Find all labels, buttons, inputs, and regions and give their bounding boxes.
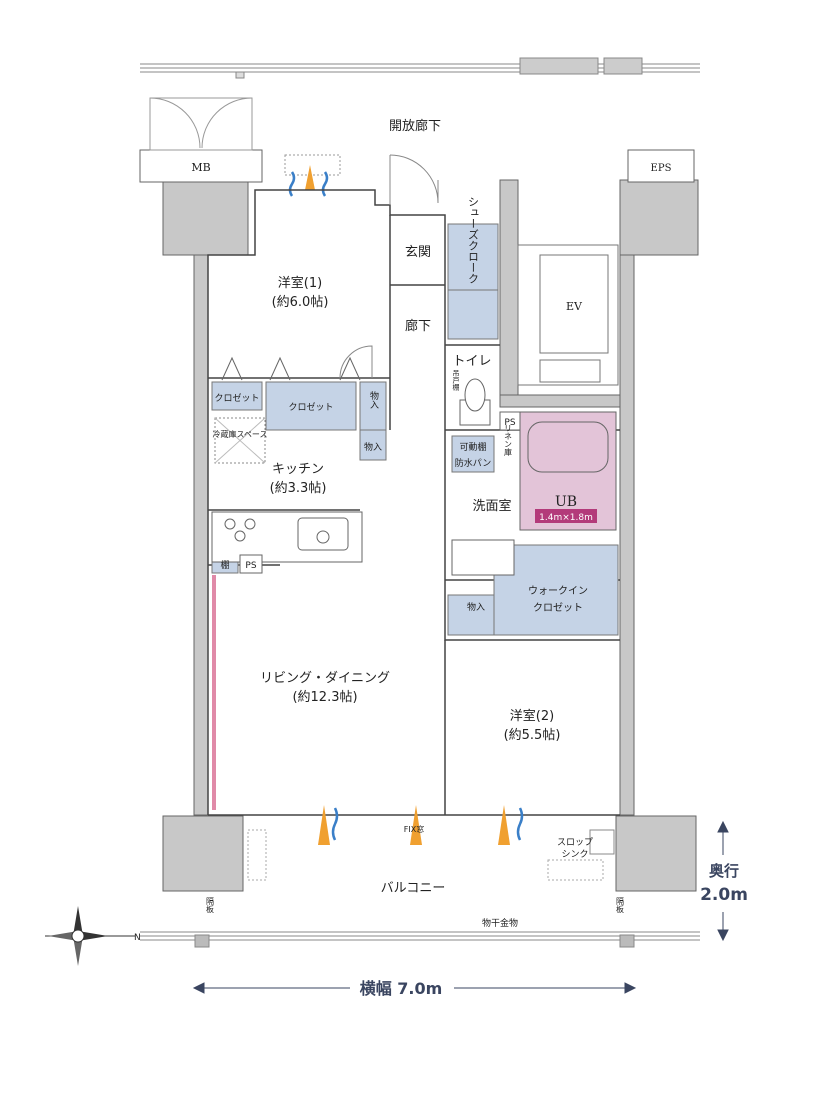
unit-bath: [519, 411, 617, 531]
closet-door-marks: [221, 356, 361, 381]
ub-size-badge: 1.4m×1.8m: [539, 513, 593, 523]
linen-label: リネン庫: [504, 424, 513, 457]
mb-box: MB: [139, 97, 263, 183]
slop-label-1: スロップ: [557, 837, 593, 848]
slop-label-2: シンク: [561, 849, 588, 860]
wash-basin: [451, 539, 515, 576]
width-dimension: [192, 982, 637, 994]
western2-size: (約5.5帖): [504, 728, 561, 743]
slop-sink: [589, 829, 615, 855]
depth-label: 奥行: [709, 862, 739, 880]
storage-label-2: 物入: [364, 441, 382, 453]
living-name: リビング・ダイニング: [260, 671, 390, 686]
balcony-label: バルコニー: [381, 881, 446, 896]
elevator: [517, 244, 619, 386]
toilet-fixture: [459, 378, 491, 426]
bottom-railing: [140, 931, 700, 948]
kitchen-size: (約3.3帖): [270, 481, 327, 496]
storage-label-1: 物入: [368, 390, 379, 409]
mb-label: MB: [191, 161, 210, 174]
vent-top: [284, 154, 341, 197]
eps-label: EPS: [651, 163, 672, 174]
entrance-label: 玄関: [405, 245, 431, 260]
entrance-door: [389, 154, 439, 205]
eps-box: EPS: [627, 149, 695, 183]
balcony-vents: [318, 805, 524, 845]
shoe-closet-label: シューズクローク: [467, 196, 480, 284]
washroom-label: 洗面室: [472, 498, 511, 514]
fridge-label: 冷蔵庫スペース: [212, 429, 267, 439]
ev-label: EV: [566, 300, 583, 313]
kitchen-counter: [211, 511, 363, 563]
pink-accent-wall: [212, 575, 216, 810]
living-size: (約12.3帖): [292, 690, 357, 705]
depth-value: 2.0m: [700, 885, 748, 905]
partition-left: 隔板: [206, 897, 215, 914]
toilet-label: トイレ: [452, 354, 491, 369]
western1-size: (約6.0帖): [272, 295, 329, 310]
fix-window-label: FIX窓: [404, 824, 424, 834]
walkin-label-1: ウォークイン: [528, 585, 588, 597]
balcony-unit-left: [247, 829, 267, 881]
width-label: 横幅 7.0m: [360, 979, 443, 998]
movable-shelf-label: 可動棚: [459, 441, 486, 453]
laundry-label: 物干金物: [482, 917, 518, 929]
shelf-label: 棚: [220, 559, 229, 571]
corridor-label: 開放廊下: [389, 118, 441, 134]
partition-right: 隔板: [616, 897, 625, 914]
balcony-unit-right: [547, 859, 604, 881]
ps-box-2: [239, 554, 263, 574]
hanging-shelf-label: 吊戸棚: [452, 370, 460, 392]
western1-door: [339, 345, 373, 379]
ub-label: UB: [555, 494, 577, 510]
walkin-label-2: クロゼット: [533, 602, 583, 614]
closet-a-label: クロゼット: [214, 392, 259, 404]
ps-label-1: PS: [504, 418, 515, 428]
depth-dimension: [717, 820, 729, 942]
storage-blocks: [211, 223, 619, 636]
hallway-label: 廊下: [405, 318, 431, 334]
waterproof-pan-label: 防水パン: [455, 457, 491, 469]
kitchen-name: キッチン: [272, 462, 324, 477]
closet-b-label: クロゼット: [288, 401, 333, 413]
ps-label-2: PS: [245, 561, 256, 571]
western1-name: 洋室(1): [278, 275, 322, 291]
compass-icon: [45, 906, 135, 966]
top-railing: [140, 57, 700, 79]
western2-name: 洋室(2): [510, 708, 554, 724]
storage-label-3: 物入: [467, 601, 485, 613]
north-label: N: [134, 933, 141, 943]
